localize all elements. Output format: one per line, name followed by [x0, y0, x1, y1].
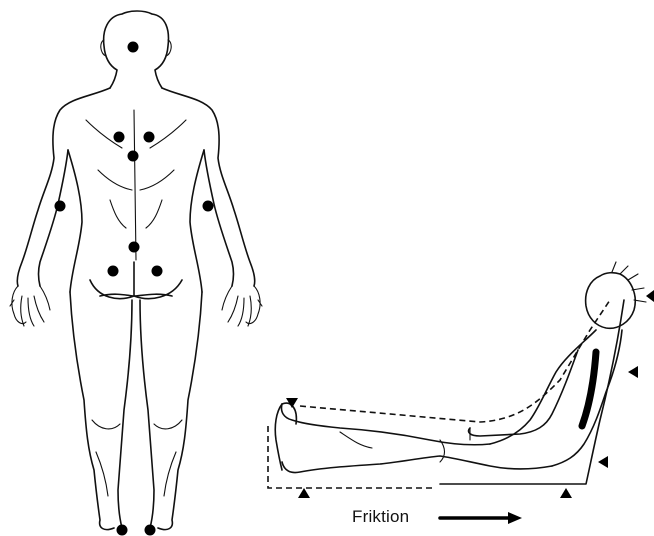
bed-outline-dashed [268, 300, 610, 488]
pressure-point-right-hip [152, 266, 163, 277]
triangle-marker-sacrum [560, 488, 572, 498]
pressure-point-head [128, 42, 139, 53]
reclined-leg-bottom [282, 456, 552, 473]
pressure-point-right-heel [145, 525, 156, 536]
pressure-point-left-elbow [55, 201, 66, 212]
triangle-marker-upper-back [628, 366, 638, 378]
back-details [86, 110, 186, 260]
arrow-right-icon [440, 512, 522, 524]
friction-label: Friktion [352, 507, 409, 527]
torso-left-side [68, 150, 82, 292]
pressure-point-right-shoulder [144, 132, 155, 143]
right-arm-outline [162, 88, 255, 286]
right-leg-inner [140, 300, 154, 528]
backrest-line [440, 300, 624, 484]
reclined-feet [275, 403, 296, 470]
reclined-leg-top [281, 404, 490, 445]
back-pressure-band [582, 352, 596, 426]
reclined-head [586, 273, 636, 329]
pressure-point-left-hip [108, 266, 119, 277]
pressure-point-sacrum [129, 242, 140, 253]
reclined-torso [490, 330, 622, 466]
pressure-point-left-heel [117, 525, 128, 536]
pressure-point-spine [128, 151, 139, 162]
right-arm-inner [204, 150, 234, 286]
left-arm-inner [39, 150, 69, 286]
left-hand [10, 286, 50, 326]
left-leg-inner [118, 300, 132, 528]
triangle-marker-heel [298, 488, 310, 498]
reclined-leg-details [340, 428, 470, 462]
torso-right-side [190, 150, 204, 292]
reclined-body-side-view [268, 262, 646, 488]
triangle-marker-lower-back [598, 456, 608, 468]
reclined-arm [468, 350, 578, 436]
triangle-marker-head [646, 290, 654, 302]
pressure-point-left-shoulder [114, 132, 125, 143]
pressure-point-right-elbow [203, 201, 214, 212]
left-arm-outline [17, 88, 110, 286]
right-hand [222, 286, 262, 326]
leg-details [92, 420, 182, 496]
standing-body-back-view [10, 11, 262, 530]
buttocks [90, 262, 182, 299]
